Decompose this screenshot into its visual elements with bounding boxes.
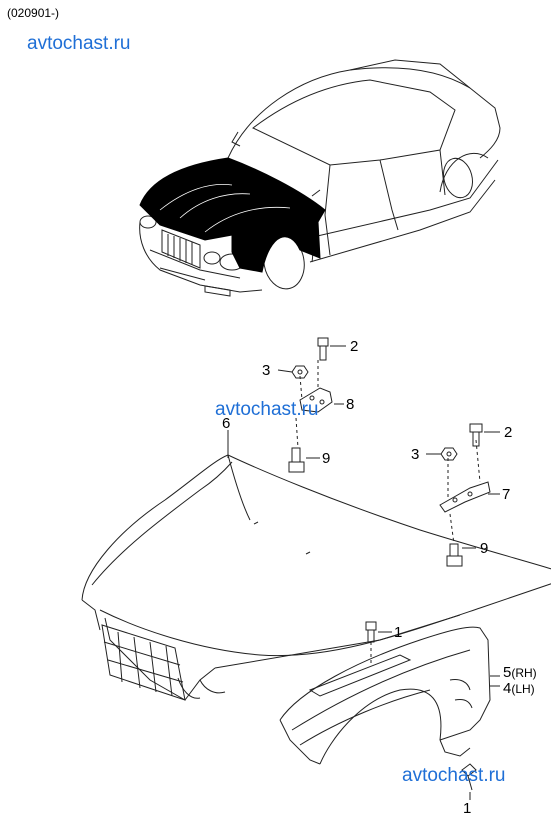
callout-bolt-top-2: 2 [504, 424, 513, 441]
hinge-8-assembly [288, 337, 333, 473]
callout-hinge-8: 8 [346, 396, 355, 413]
callout-fender-bolt-2: 1 [463, 800, 472, 817]
callout-fender-bolt-1: 1 [394, 624, 403, 641]
callout-bolt-bottom-1: 9 [322, 450, 331, 467]
watermark-bottom: avtochast.ru [402, 765, 506, 786]
hood-panel [81, 454, 551, 701]
fender-bolts [365, 621, 477, 791]
callout-nut-1: 3 [262, 362, 271, 379]
callout-hood: 6 [222, 415, 231, 432]
callout-fender-lh-number: 4 [503, 680, 512, 697]
leader-lines [227, 345, 500, 800]
callout-hinge-7: 7 [502, 486, 511, 503]
diagram-code: (020901-) [7, 6, 60, 20]
callout-fender-rh-number: 5 [503, 664, 512, 681]
hinge-7-assembly [439, 423, 491, 567]
callout-fender-rh: 5(RH) [503, 665, 537, 680]
fender-panel [279, 626, 491, 765]
callout-fender-lh: 4(LH) [503, 681, 535, 696]
callout-fender-lh-side: (LH) [511, 682, 535, 696]
watermark-middle: avtochast.ru [215, 399, 319, 420]
callout-fender-rh-side: (RH) [511, 666, 537, 680]
callout-bolt-bottom-2: 9 [480, 540, 489, 557]
watermark-top: avtochast.ru [27, 33, 131, 54]
car-hood-highlight [139, 157, 326, 273]
callout-bolt-top-1: 2 [350, 338, 359, 355]
callout-nut-2: 3 [411, 446, 420, 463]
